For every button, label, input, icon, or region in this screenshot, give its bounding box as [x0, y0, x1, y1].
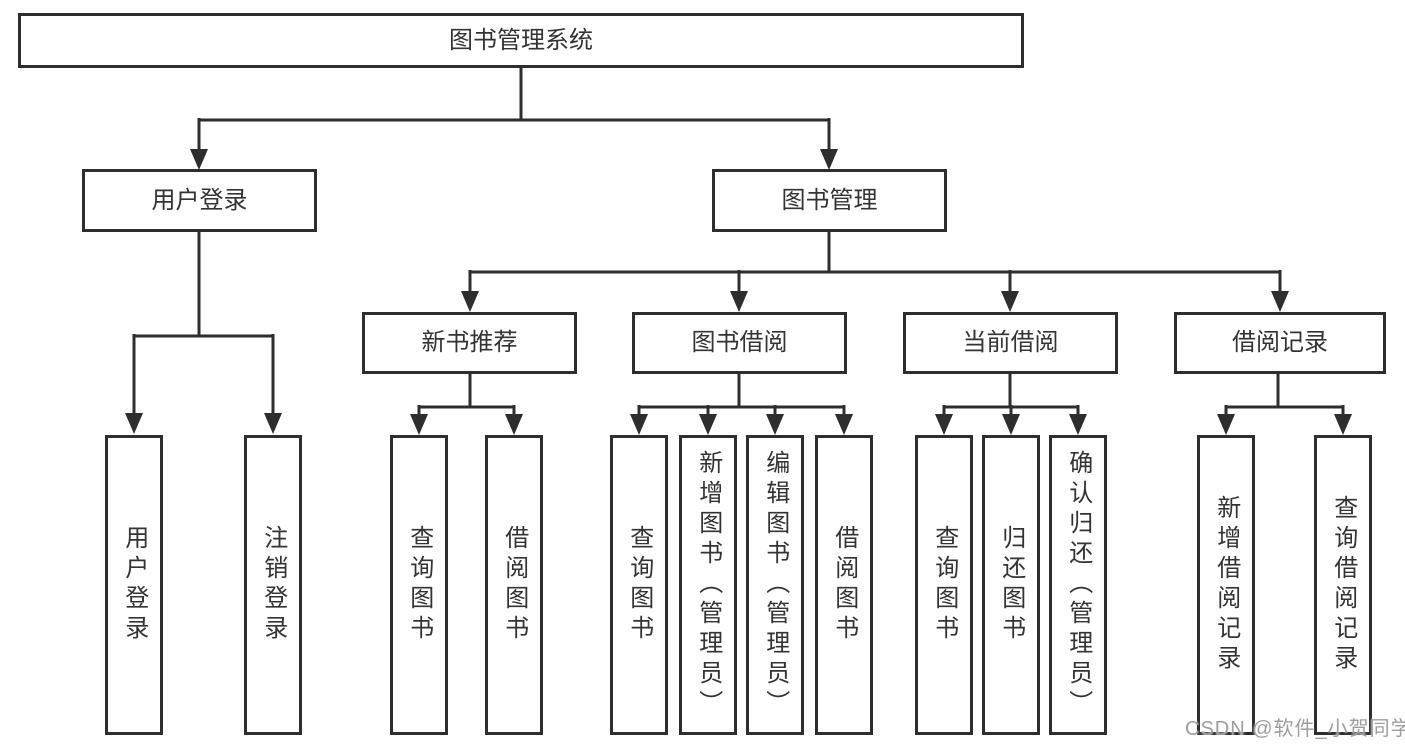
- leaf-logout: 注销登录: [244, 435, 302, 735]
- leaf-rec-query-books: 查询图书: [390, 435, 448, 735]
- node-current-borrowing: 当前借阅: [903, 312, 1118, 374]
- node-library-system: 图书管理系统: [18, 13, 1024, 68]
- node-user-login: 用户登录: [82, 169, 317, 232]
- leaf-cb-confirm-return-admin: 确认归还（管理员）: [1049, 435, 1107, 735]
- leaf-bb-borrow-books: 借阅图书: [815, 435, 873, 735]
- leaf-rec-borrow-books: 借阅图书: [485, 435, 543, 735]
- leaf-cb-query-books: 查询图书: [915, 435, 973, 735]
- arrowheads: [125, 149, 1352, 435]
- connector-lines: [132, 68, 1345, 417]
- leaf-cb-return-books: 归还图书: [982, 435, 1040, 735]
- leaf-bb-edit-books-admin: 编辑图书（管理员）: [746, 435, 804, 735]
- node-borrowing-records: 借阅记录: [1174, 312, 1386, 374]
- node-book-borrowing: 图书借阅: [632, 312, 847, 374]
- leaf-user-login: 用户登录: [105, 435, 163, 735]
- node-book-management: 图书管理: [712, 169, 947, 232]
- csdn-watermark: CSDN @软件_小贺同学: [1185, 718, 1405, 740]
- node-new-book-recommendation: 新书推荐: [362, 312, 577, 374]
- leaf-bb-query-books: 查询图书: [610, 435, 668, 735]
- leaf-br-query-record: 查询借阅记录: [1314, 435, 1372, 735]
- leaf-br-add-record: 新增借阅记录: [1197, 435, 1255, 735]
- leaf-bb-add-books-admin: 新增图书（管理员）: [679, 435, 737, 735]
